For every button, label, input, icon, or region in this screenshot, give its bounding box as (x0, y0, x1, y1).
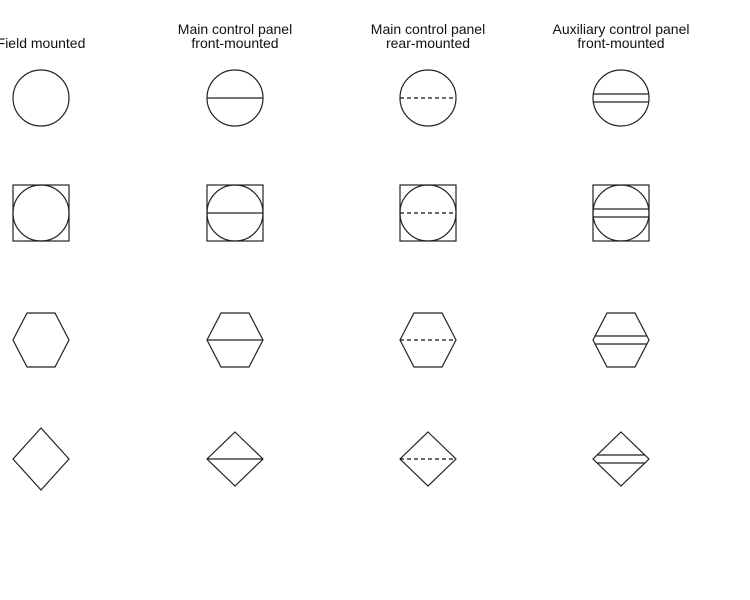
circle-in-square-symbol-solid (206, 184, 264, 242)
circle-in-square-symbol-double (592, 184, 650, 242)
circle-in-square-symbol-none (12, 184, 70, 242)
diamond-symbol-solid (206, 431, 264, 487)
column-label: Main control panel (371, 21, 485, 37)
hexagon-symbol-double (592, 312, 650, 368)
diamond-symbol-none (12, 427, 70, 491)
column-label: Main control panel (178, 21, 292, 37)
hexagon-symbol-dashed (399, 312, 457, 368)
column-label: front-mounted (191, 35, 278, 51)
diamond-symbol-dashed (399, 431, 457, 487)
circle-symbol-dashed (399, 69, 457, 127)
diamond-symbol-double (592, 431, 650, 487)
circle-in-square-symbol-dashed (399, 184, 457, 242)
column-label: Field mounted (0, 35, 85, 51)
hexagon-symbol-none (12, 312, 70, 368)
circle-symbol-double (592, 69, 650, 127)
circle-symbol-none (12, 69, 70, 127)
column-label: front-mounted (577, 35, 664, 51)
circle-symbol-solid (206, 69, 264, 127)
hexagon-symbol-solid (206, 312, 264, 368)
column-label: rear-mounted (386, 35, 470, 51)
column-label: Auxiliary control panel (553, 21, 690, 37)
